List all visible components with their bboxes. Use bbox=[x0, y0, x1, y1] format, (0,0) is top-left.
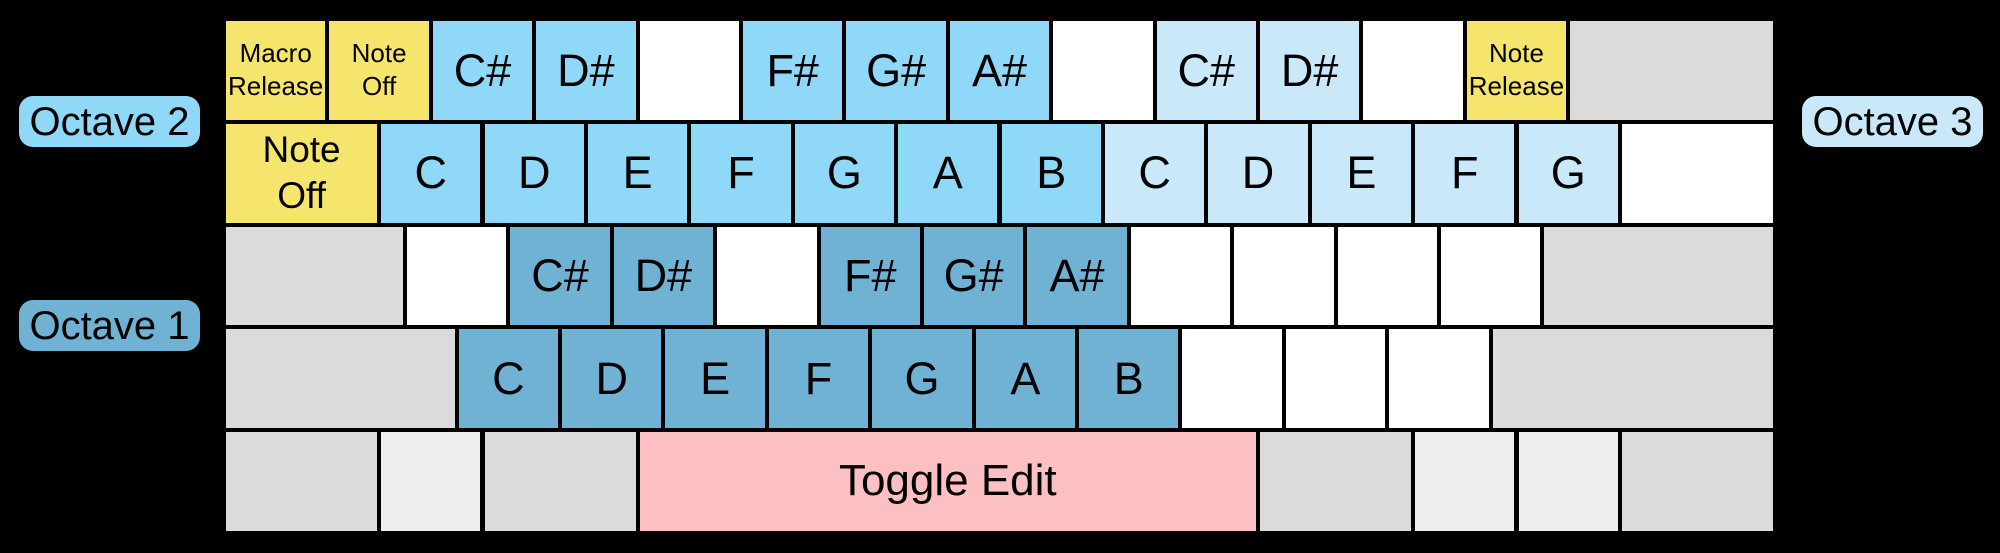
inactive-key bbox=[224, 430, 380, 533]
inactive-key bbox=[379, 430, 483, 533]
c-sharp-octave1-key: C# bbox=[508, 224, 612, 328]
d-sharp-octave1-key: D# bbox=[611, 224, 716, 328]
a-sharp-octave2-key: A# bbox=[947, 19, 1052, 122]
inactive-key bbox=[1568, 19, 1775, 122]
octave-3-label: Octave 3 bbox=[1802, 96, 1983, 147]
inactive-key bbox=[1413, 430, 1517, 533]
blank-key bbox=[1283, 327, 1388, 431]
blank-key bbox=[1051, 19, 1155, 122]
g-octave3-key: G bbox=[1516, 121, 1620, 225]
note-release-key: Note Release bbox=[1464, 19, 1569, 122]
f-octave3-key: F bbox=[1413, 121, 1517, 225]
inactive-key bbox=[1542, 224, 1775, 328]
blank-key bbox=[1128, 224, 1233, 328]
blank-key bbox=[404, 224, 509, 328]
g-octave1-key: G bbox=[870, 327, 974, 431]
a-sharp-octave1-key: A# bbox=[1025, 224, 1129, 328]
inactive-key bbox=[482, 430, 638, 533]
d-sharp-octave2-key: D# bbox=[534, 19, 638, 122]
blank-key bbox=[1387, 327, 1491, 431]
e-octave2-key: E bbox=[585, 121, 690, 225]
f-octave1-key: F bbox=[766, 327, 871, 431]
note-off-wide-key: Note Off bbox=[224, 121, 380, 225]
blank-key bbox=[1619, 121, 1775, 225]
toggle-edit-key: Toggle Edit bbox=[637, 430, 1258, 533]
inactive-key bbox=[224, 224, 405, 328]
inactive-key bbox=[1258, 430, 1414, 533]
inactive-key bbox=[1619, 430, 1775, 533]
octave-1-label: Octave 1 bbox=[19, 300, 200, 351]
c-sharp-octave2-key: C# bbox=[430, 19, 535, 122]
f-sharp-octave2-key: F# bbox=[741, 19, 845, 122]
note-off-key: Note Off bbox=[327, 19, 431, 122]
blank-key bbox=[1438, 224, 1543, 328]
d-octave3-key: D bbox=[1206, 121, 1310, 225]
b-octave2-key: B bbox=[999, 121, 1103, 225]
d-sharp-octave3-key: D# bbox=[1258, 19, 1362, 122]
inactive-key bbox=[224, 327, 457, 431]
blank-key bbox=[1232, 224, 1336, 328]
blank-key bbox=[637, 19, 741, 122]
blank-key bbox=[1335, 224, 1439, 328]
octave-2-label: Octave 2 bbox=[19, 96, 200, 147]
inactive-key bbox=[1516, 430, 1620, 533]
blank-key bbox=[715, 224, 819, 328]
inactive-key bbox=[1490, 327, 1775, 431]
e-octave1-key: E bbox=[663, 327, 767, 431]
a-octave2-key: A bbox=[896, 121, 1000, 225]
f-sharp-octave1-key: F# bbox=[818, 224, 922, 328]
g-sharp-octave1-key: G# bbox=[921, 224, 1026, 328]
c-octave3-key: C bbox=[1102, 121, 1207, 225]
a-octave1-key: A bbox=[973, 327, 1078, 431]
macro-release-key: Macro Release bbox=[224, 19, 328, 122]
b-octave1-key: B bbox=[1077, 327, 1181, 431]
c-octave2-key: C bbox=[379, 121, 483, 225]
e-octave3-key: E bbox=[1309, 121, 1414, 225]
g-sharp-octave2-key: G# bbox=[844, 19, 948, 122]
f-octave2-key: F bbox=[689, 121, 793, 225]
g-octave2-key: G bbox=[792, 121, 897, 225]
c-sharp-octave3-key: C# bbox=[1154, 19, 1258, 122]
c-octave1-key: C bbox=[456, 327, 561, 431]
d-octave1-key: D bbox=[560, 327, 664, 431]
d-octave2-key: D bbox=[482, 121, 586, 225]
blank-key bbox=[1180, 327, 1284, 431]
blank-key bbox=[1361, 19, 1465, 122]
